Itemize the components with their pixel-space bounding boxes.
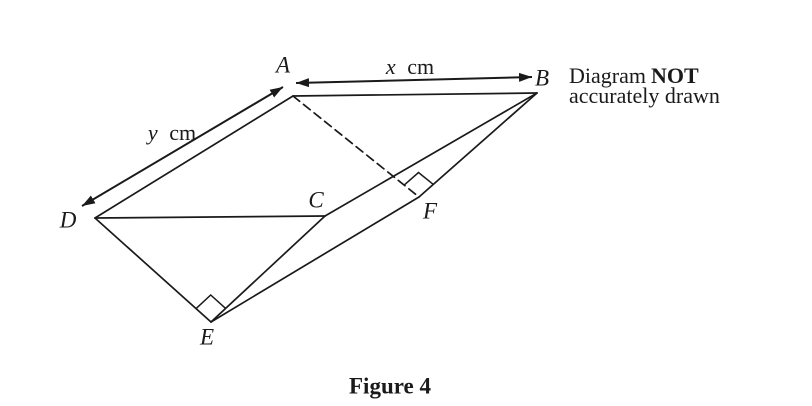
edge-DE xyxy=(94,217,212,323)
edge-AB xyxy=(292,92,538,97)
x-dimension-arrow xyxy=(295,72,533,88)
x-dim-variable: x xyxy=(385,54,396,79)
y-dim-variable: y xyxy=(147,120,158,145)
note-line-2: accurately drawn xyxy=(569,83,720,108)
right-angle-mark-F xyxy=(403,171,434,186)
segment-AF-dashed xyxy=(292,95,420,198)
edge-EF xyxy=(210,196,420,323)
right-angle-mark-E xyxy=(195,293,227,310)
figure-caption: Figure 4 xyxy=(349,373,431,399)
y-dim-unit: cm xyxy=(169,120,197,145)
label-point-C: C xyxy=(308,187,324,213)
x-dim-unit: cm xyxy=(407,54,435,79)
edge-EC xyxy=(210,215,326,323)
note-word-diagram: Diagram xyxy=(569,63,646,88)
edge-CB xyxy=(324,92,538,217)
y-dimension-label: y cm xyxy=(148,122,196,144)
x-dimension-label: x cm xyxy=(386,56,434,78)
note-word-not: NOT xyxy=(650,63,699,88)
edge-DC xyxy=(94,215,326,219)
label-point-D: D xyxy=(59,207,77,233)
y-dimension-arrow xyxy=(81,86,284,207)
label-point-F: F xyxy=(422,198,438,224)
edge-FB xyxy=(418,92,538,198)
label-point-A: A xyxy=(275,52,291,78)
edge-AD xyxy=(94,95,294,219)
label-point-E: E xyxy=(199,324,215,350)
label-point-B: B xyxy=(534,65,550,91)
